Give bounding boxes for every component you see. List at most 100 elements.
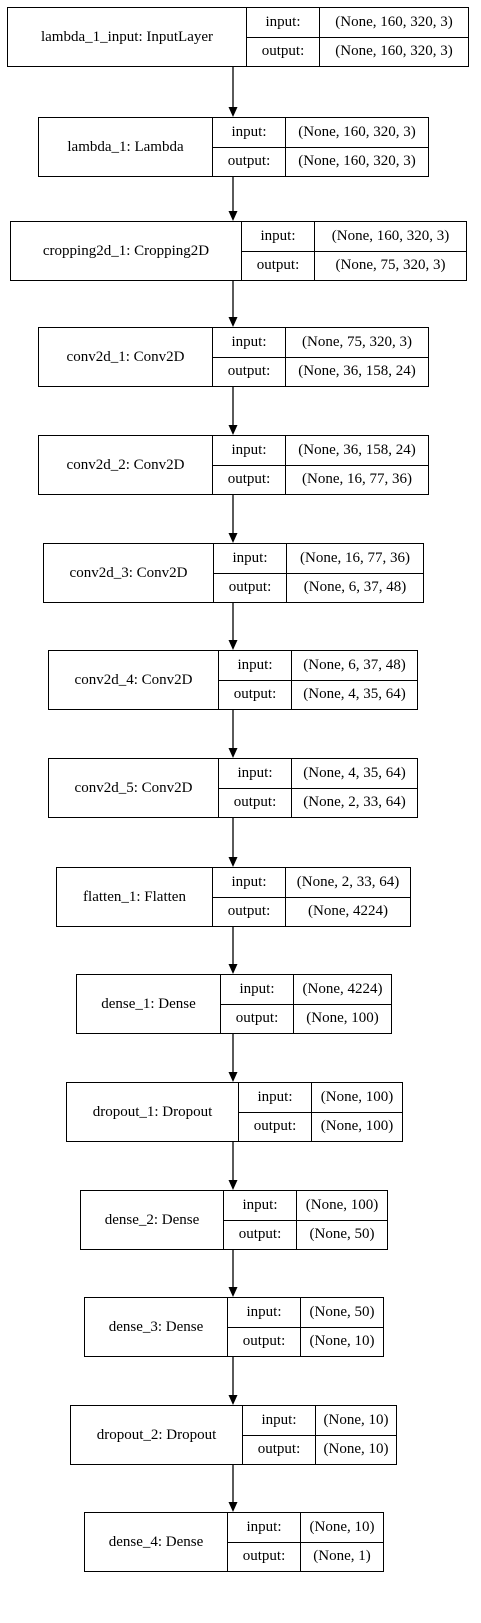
output-shape: (None, 16, 77, 36) [302,471,412,488]
output-shape: (None, 100) [320,1118,394,1135]
input-label: input: [213,328,286,357]
input-row: input:(None, 50) [228,1298,383,1327]
layer-name: dense_4: Dense [85,1513,228,1571]
layer-name: dense_1: Dense [77,975,221,1033]
output-shape: (None, 160, 320, 3) [335,43,453,60]
input-label: input: [228,1513,301,1542]
output-row: output:(None, 6, 37, 48) [214,572,423,602]
output-label: output: [247,37,320,66]
arrowhead-icon [228,211,238,221]
output-row: output: (None, 10) [243,1434,396,1464]
output-shape: (None, 1) [313,1548,371,1565]
input-row: input:(None, 16, 77, 36) [214,544,423,573]
layer-name: conv2d_3: Conv2D [44,544,214,602]
output-label: output: [213,897,286,926]
input-row: input:(None, 100) [224,1191,387,1220]
output-row: output:(None, 36, 158, 24) [213,356,428,386]
output-row: output:(None, 4, 35, 64) [219,679,417,709]
layer-name: lambda_1_input: InputLayer [8,8,247,66]
output-label: output: [224,1220,297,1249]
output-row: output: (None, 16, 77, 36) [213,464,428,494]
input-label: input: [247,8,320,37]
output-shape: (None, 50) [309,1226,375,1243]
output-label: output: [213,465,286,494]
arrowhead-icon [228,317,238,327]
input-row: input:(None, 10) [228,1513,383,1542]
input-shape: (None, 160, 320, 3) [335,13,453,30]
output-row: output:(None, 2, 33, 64) [219,787,417,817]
arrowhead-icon [228,1395,238,1405]
input-shape: (None, 75, 320, 3) [302,333,412,350]
output-shape: (None, 100) [306,1010,379,1027]
input-row: input: (None, 160, 320, 3) [242,222,466,251]
input-shape: (None, 100) [305,1196,379,1213]
input-row: input: (None, 6, 37, 48) [219,651,417,680]
arrowhead-icon [228,857,238,867]
layer-name: dense_3: Dense [85,1298,228,1356]
input-label: input: [242,222,315,251]
input-label: input: [213,118,286,147]
output-label: output: [213,147,286,176]
output-label: output: [228,1542,301,1571]
output-row: output: (None, 50) [224,1219,387,1249]
arrowhead-icon [228,1180,238,1190]
output-shape: (None, 10) [323,1441,389,1458]
arrowhead-icon [228,107,238,117]
arrowhead-icon [228,1502,238,1512]
output-label: output: [239,1112,312,1141]
arrowhead-icon [228,640,238,650]
output-label: output: [242,251,315,280]
input-shape: (None, 4224) [302,980,383,997]
layer-name: conv2d_1: Conv2D [39,328,213,386]
input-shape: (None, 6, 37, 48) [303,656,406,673]
input-label: input: [243,1406,316,1435]
output-row: output: (None, 100) [221,1003,391,1033]
output-label: output: [228,1327,301,1356]
input-shape: (None, 160, 320, 3) [331,227,450,244]
input-label: input: [219,651,292,680]
layer-name: lambda_1: Lambda [39,118,213,176]
output-shape: (None, 2, 33, 64) [303,794,406,811]
layer-name: cropping2d_1: Cropping2D [11,222,242,280]
input-shape: (None, 50) [309,1303,375,1320]
layer-name: conv2d_2: Conv2D [39,436,213,494]
output-shape: (None, 160, 320, 3) [298,153,416,170]
input-shape: (None, 160, 320, 3) [298,123,416,140]
output-row: output: (None, 160, 320, 3) [213,146,428,176]
input-row: input: (None, 10) [243,1406,396,1435]
output-label: output: [243,1435,316,1464]
input-shape: (None, 100) [320,1088,394,1105]
input-row: input: (None, 160, 320, 3) [213,118,428,147]
input-label: input: [239,1083,312,1112]
output-row: output: (None, 100) [239,1111,402,1141]
input-shape: (None, 16, 77, 36) [300,549,410,566]
output-shape: (None, 4, 35, 64) [303,686,406,703]
layer-name: flatten_1: Flatten [57,868,213,926]
layer-name: dropout_1: Dropout [67,1083,239,1141]
output-row: output: (None, 10) [228,1326,383,1356]
arrowhead-icon [228,964,238,974]
arrowhead-icon [228,1287,238,1297]
input-label: input: [219,759,292,788]
input-row: input: (None, 75, 320, 3) [213,328,428,357]
output-shape: (None, 10) [309,1333,375,1350]
output-shape: (None, 6, 37, 48) [303,579,407,596]
input-shape: (None, 10) [323,1411,389,1428]
layer-name: dense_2: Dense [81,1191,224,1249]
output-label: output: [221,1004,294,1033]
output-label: output: [213,357,286,386]
output-row: output:(None, 75, 320, 3) [242,250,466,280]
